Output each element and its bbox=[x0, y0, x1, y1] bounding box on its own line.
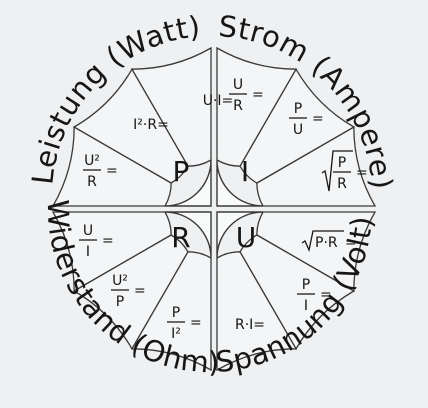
formula-voltage-2: PI = bbox=[297, 277, 332, 314]
formula-resistance-1: UI = bbox=[79, 223, 114, 260]
formula-current-3-equals: = bbox=[356, 165, 368, 181]
wheel-segments bbox=[51, 46, 377, 372]
segment-current-3 bbox=[216, 46, 298, 167]
formula-power-3-numerator: U² bbox=[84, 153, 100, 169]
segment-resistance-2 bbox=[72, 234, 189, 351]
segment-resistance-1 bbox=[51, 211, 172, 293]
core-current bbox=[216, 159, 264, 207]
formula-current-3-denominator: R bbox=[337, 176, 347, 192]
core-voltage bbox=[216, 211, 264, 259]
quantity-voltage: U bbox=[236, 221, 257, 254]
formula-resistance-2-numerator: U² bbox=[112, 273, 128, 289]
formula-power-3-denominator: R bbox=[87, 174, 97, 190]
formula-voltage-2-numerator: P bbox=[302, 277, 310, 293]
segment-voltage-1 bbox=[256, 211, 377, 293]
segment-current-2 bbox=[239, 67, 356, 184]
formula-current-1-numerator: U bbox=[233, 77, 243, 93]
formula-power-1: U·I= bbox=[203, 93, 234, 109]
formula-resistance-3-numerator: P bbox=[172, 305, 180, 321]
formula-voltage-3-text: R·I= bbox=[235, 317, 265, 333]
formula-power-3: U² R = bbox=[83, 153, 118, 190]
segment-resistance-3 bbox=[130, 251, 212, 372]
formula-voltage-1-radical bbox=[301, 230, 344, 253]
formula-layer: U·I=I²·R=U²R=UR=PU=PR=UI=U²P=PI²=P·R=PI=… bbox=[79, 77, 368, 342]
formula-resistance-1-numerator: U bbox=[83, 223, 93, 239]
formula-resistance-1-equals: = bbox=[102, 233, 114, 249]
formula-voltage-2-denominator: I bbox=[304, 298, 308, 314]
segment-voltage-3 bbox=[216, 251, 298, 372]
formula-current-1-equals: = bbox=[252, 87, 264, 103]
quantity-power: P bbox=[173, 155, 190, 188]
core-resistance bbox=[164, 211, 212, 259]
formula-resistance-3-equals: = bbox=[190, 315, 202, 331]
segment-voltage-2 bbox=[239, 234, 356, 351]
formula-current-3-numerator: P bbox=[338, 155, 346, 171]
formula-power-3-equals: = bbox=[106, 163, 118, 179]
segment-power-3 bbox=[130, 46, 212, 167]
quantity-core bbox=[164, 159, 264, 259]
formula-current-1-denominator: R bbox=[233, 98, 243, 114]
formula-current-3-radical bbox=[321, 150, 353, 192]
formula-voltage-3: R·I= bbox=[235, 317, 265, 333]
formula-resistance-1-denominator: I bbox=[86, 244, 90, 260]
formula-voltage-2-equals: = bbox=[320, 287, 332, 303]
formula-current-1: UR = bbox=[229, 77, 264, 114]
formula-voltage-1-equals: = bbox=[345, 235, 357, 251]
quantity-current: I bbox=[241, 155, 249, 188]
formula-resistance-3: P I² = bbox=[167, 305, 202, 342]
segment-current-1 bbox=[256, 125, 377, 207]
formula-current-2-denominator: U bbox=[293, 122, 303, 138]
formula-current-2: PU = bbox=[289, 101, 324, 138]
formula-current-3: PR = bbox=[321, 150, 368, 192]
formula-power-2-text: I²·R= bbox=[133, 117, 169, 133]
formula-resistance-3-denominator: I² bbox=[171, 326, 181, 342]
formula-current-2-equals: = bbox=[312, 111, 324, 127]
formula-power-1-text: U·I= bbox=[203, 93, 234, 109]
formula-voltage-1-radicand: P·R bbox=[315, 235, 338, 251]
formula-voltage-1: P·R = bbox=[301, 230, 357, 253]
formula-resistance-2-equals: = bbox=[134, 283, 146, 299]
segment-power-2 bbox=[72, 67, 189, 184]
formula-resistance-2: U² P = bbox=[111, 273, 146, 310]
segment-power-1 bbox=[51, 125, 172, 207]
quantity-resistance: R bbox=[171, 221, 190, 254]
formula-power-2: I²·R= bbox=[133, 117, 169, 133]
formula-resistance-2-denominator: P bbox=[116, 294, 124, 310]
core-power bbox=[164, 159, 212, 207]
formula-current-2-numerator: P bbox=[294, 101, 302, 117]
